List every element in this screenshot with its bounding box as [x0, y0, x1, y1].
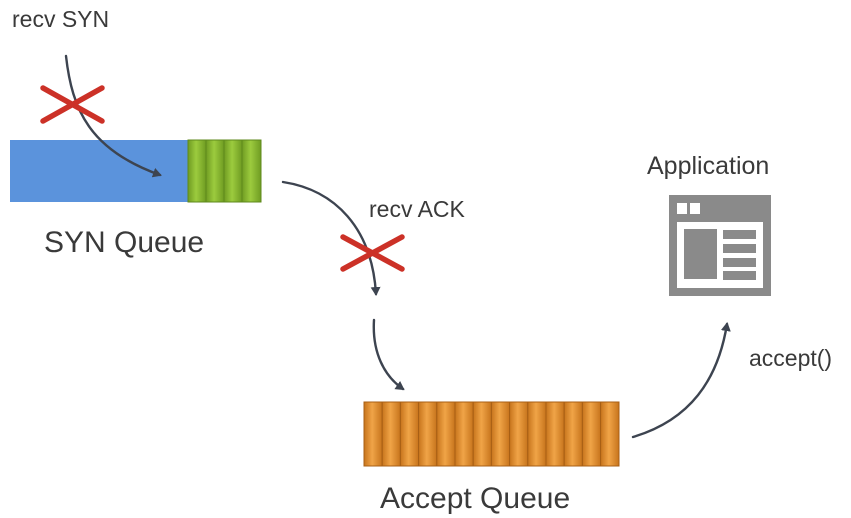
syn-queue-free-space [10, 140, 188, 202]
accept-queue-slot [600, 401, 620, 467]
accept-queue-slot [363, 401, 383, 467]
accept-queue-slot [545, 401, 565, 467]
accept-queue-slot [472, 401, 492, 467]
syn-queue-slot [205, 139, 225, 203]
syn-queue-slot [241, 139, 262, 203]
syn-queue-label: SYN Queue [44, 226, 205, 259]
arrow-into-accept-queue [372, 318, 405, 391]
syn-queue-slot [187, 139, 207, 203]
application-label: Application [647, 152, 770, 180]
accept-queue-label: Accept Queue [380, 482, 571, 515]
recv-syn-label: recv SYN [12, 6, 110, 32]
arrow-syn-queue-to-ack [281, 180, 381, 296]
accept-queue-slot [527, 401, 547, 467]
cross-icon [340, 234, 405, 272]
arrow-accept-queue-to-application [631, 322, 731, 439]
accept-queue-slot [563, 401, 583, 467]
arrow-syn-into-queue [64, 54, 162, 178]
accept-queue-slot [509, 401, 529, 467]
accept-queue-slot [418, 401, 438, 467]
cross-icon [40, 85, 105, 124]
accept-queue-slot [454, 401, 474, 467]
syn-queue-slot [223, 139, 243, 203]
recv-ack-label: recv ACK [369, 196, 465, 222]
syn-queue-filled-slots [187, 139, 262, 203]
accept-queue-slot [381, 401, 401, 467]
syn-queue [10, 139, 262, 203]
flow-arrows [64, 54, 731, 439]
accept-queue-slot [581, 401, 602, 467]
accept-call-label: accept() [749, 345, 833, 371]
accept-queue-slot [490, 401, 511, 467]
accept-queue-slots [363, 401, 620, 467]
accept-queue-slot [436, 401, 456, 467]
accept-queue [363, 401, 620, 467]
application-window-icon [669, 195, 771, 296]
accept-queue-slot [399, 401, 420, 467]
